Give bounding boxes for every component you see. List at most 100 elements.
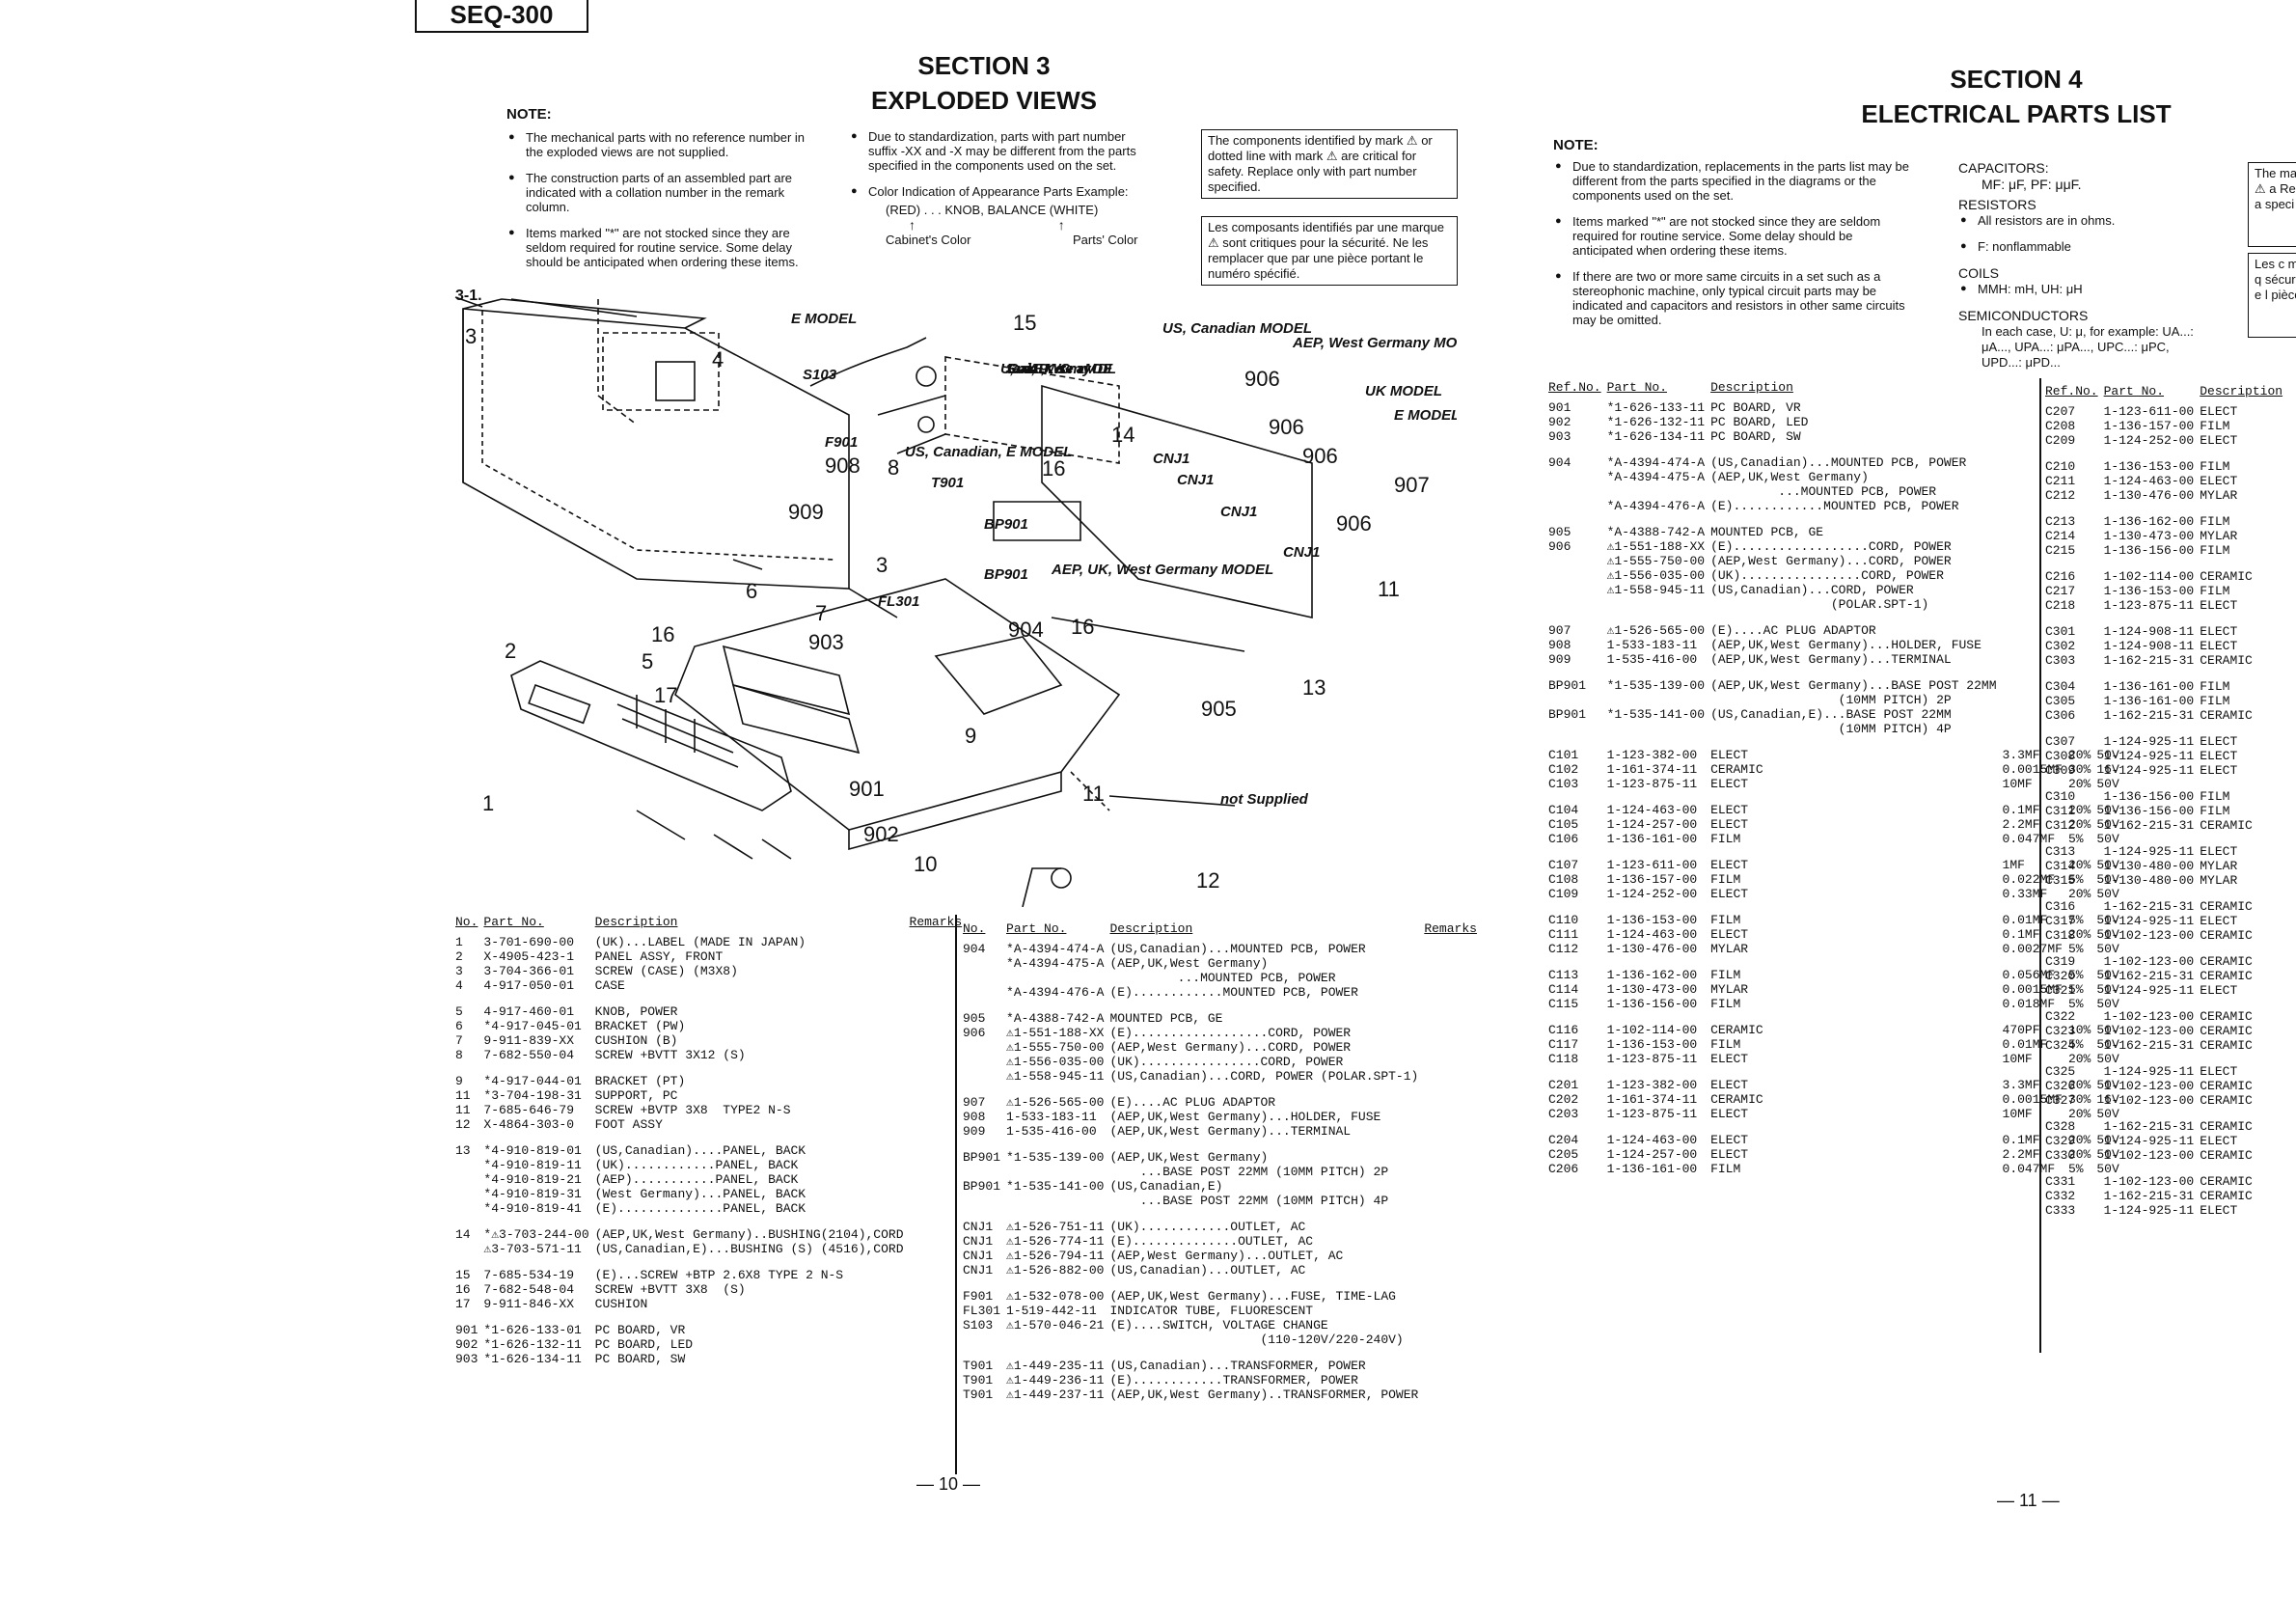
table-cell: (UK)............OUTLET, AC <box>1109 1220 1306 1234</box>
callout-8: 8 <box>888 455 899 480</box>
table-cell: BP901 <box>1548 678 1587 693</box>
table-cell: 1-136-156-00 <box>1606 997 1698 1011</box>
table-cell: 50V <box>2096 1107 2119 1121</box>
label-bp901a: BP901 <box>984 516 1028 533</box>
table-cell: *1-626-134-11 <box>1606 429 1706 444</box>
label-f901: F901 <box>825 434 858 451</box>
table-cell: 901 <box>1548 400 1572 415</box>
table-cell: CERAMIC <box>1710 1092 1763 1107</box>
back-panel-part <box>1041 384 1313 618</box>
table-cell: 0.0015MF <box>2002 982 2063 997</box>
table-cell: C303 <box>2045 653 2076 668</box>
table-cell: 908 <box>963 1110 986 1124</box>
table-cell: *1-535-139-00 <box>1006 1150 1105 1165</box>
table-cell: MYLAR <box>2200 873 2238 888</box>
table-cell: 50V <box>2096 942 2119 956</box>
table-cell: CERAMIC <box>1710 1023 1763 1037</box>
table-cell: 1-123-875-11 <box>2103 598 2195 613</box>
callout-16b: 16 <box>1071 615 1094 639</box>
table-cell: 3.3MF <box>2002 748 2040 762</box>
table-cell: CERAMIC <box>2200 1079 2253 1093</box>
table-cell: 1-124-908-11 <box>2103 639 2195 653</box>
table-cell: (E)..............OUTLET, AC <box>1109 1234 1314 1249</box>
col-part-no-b: Part No. <box>2103 384 2165 398</box>
table-cell: PC BOARD, LED <box>1710 415 1809 429</box>
col-part-no: Part No. <box>483 915 544 929</box>
label-s103: S103 <box>803 367 837 383</box>
table-cell: C327 <box>2045 1093 2076 1108</box>
table-cell: (E)....SWITCH, VOLTAGE CHANGE <box>1109 1318 1328 1333</box>
note-item: The mechanical parts with no reference n… <box>506 130 815 159</box>
table-cell: CERAMIC <box>2200 1189 2253 1203</box>
table-cell: 20% <box>2067 1107 2091 1121</box>
table-cell: 3 <box>455 964 463 978</box>
table-cell: 5% <box>2067 997 2084 1011</box>
table-cell: S103 <box>963 1318 994 1333</box>
table-cell: 5% <box>2067 872 2084 887</box>
table-cell <box>455 1242 483 1256</box>
table-cell: CUSHION <box>594 1297 648 1311</box>
table-cell: 5% <box>2067 942 2084 956</box>
table-cell: FILM <box>2200 694 2230 708</box>
table-cell: 50V <box>2096 1037 2119 1052</box>
table-cell: ELECT <box>1710 1133 1749 1147</box>
table-cell: (E)..................CORD, POWER <box>1710 539 1952 554</box>
table-cell: (US,Canadian)...MOUNTED PCB, POWER <box>1710 455 1967 470</box>
table-cell: C109 <box>1548 887 1579 901</box>
table-cell: *4-917-045-01 <box>483 1019 582 1033</box>
table-cell: ⚠1-555-750-00 <box>1006 1040 1105 1055</box>
table-cell: 20% <box>2067 858 2091 872</box>
table-cell: (E)....AC PLUG ADAPTOR <box>1710 623 1876 638</box>
table-cell: ⚠1-558-945-11 <box>1606 583 1706 597</box>
cabinet-color-label: Cabinet's Color <box>886 233 971 247</box>
table-cell: C333 <box>2045 1203 2076 1218</box>
table-cell: (AEP,West Germany)...OUTLET, AC <box>1109 1249 1344 1263</box>
table-cell: C208 <box>2045 419 2076 433</box>
callout-16a: 16 <box>1042 456 1065 481</box>
callout-905: 905 <box>1201 697 1237 721</box>
table-cell: ELECT <box>1710 858 1749 872</box>
table-cell: 30% <box>2067 762 2091 777</box>
table-row: CNJ1⚠1-526-882-00(US,Canadian)...OUTLET,… <box>963 1263 1483 1278</box>
table-cell: 1-124-252-00 <box>2103 433 2195 448</box>
table-cell: ELECT <box>2200 1203 2238 1218</box>
table-cell: (AEP,UK,West Germany) <box>1109 1150 1269 1165</box>
table-cell: C304 <box>2045 679 2076 694</box>
table-cell: (E)............MOUNTED PCB, POWER <box>1109 985 1358 1000</box>
table-cell: 1-162-215-31 <box>2103 1189 2195 1203</box>
table-row: 904*A-4394-474-A(US,Canadian)...MOUNTED … <box>1548 444 2125 470</box>
color-arrows: ↑ ↑ <box>909 217 1065 233</box>
callout-906a: 906 <box>1244 367 1280 391</box>
page-number-10: — 10 — <box>916 1474 981 1494</box>
table-cell: 903 <box>455 1352 478 1366</box>
table-cell: 902 <box>1548 415 1572 429</box>
table-cell: 3-704-366-01 <box>483 964 575 978</box>
col-desc-b: Description <box>2200 384 2283 398</box>
table-cell: 5% <box>2067 1037 2084 1052</box>
table-cell: 1-136-156-00 <box>2103 543 2195 558</box>
table-cell: ELECT <box>2200 1134 2238 1148</box>
table-cell: 1-124-925-11 <box>2103 1134 2195 1148</box>
table-cell: C214 <box>2045 529 2076 543</box>
table-cell: 1-123-382-00 <box>1606 748 1698 762</box>
table-cell: PC BOARD, VR <box>1710 400 1801 415</box>
table-cell: F901 <box>963 1289 994 1304</box>
table-cell: 1-124-463-00 <box>1606 1133 1698 1147</box>
right-note-title: NOTE: <box>1553 137 1599 153</box>
label-e-model2: E MODEL <box>1394 407 1457 424</box>
table-row: *4-910-819-31(West Germany)...PANEL, BAC… <box>455 1187 968 1201</box>
table-cell: ELECT <box>2200 983 2238 998</box>
